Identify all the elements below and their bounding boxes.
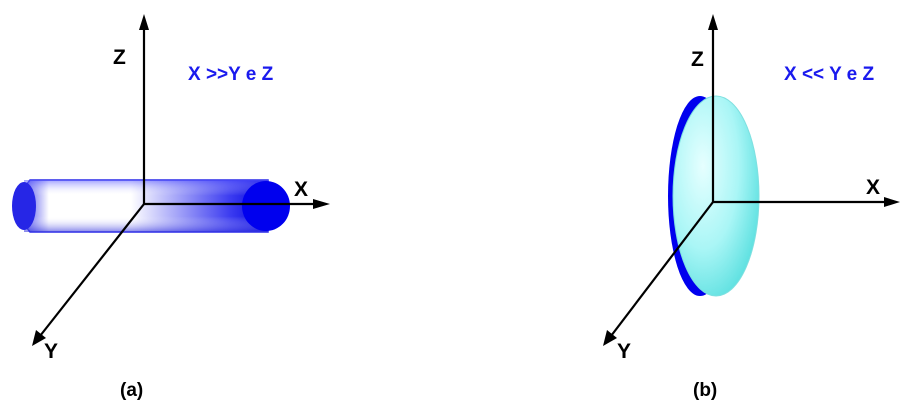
z-axis-arrowhead bbox=[139, 14, 149, 30]
elongated-cylinder bbox=[12, 179, 290, 233]
x-axis-label: X bbox=[866, 176, 880, 199]
y-axis-arrowhead bbox=[32, 330, 46, 346]
panel-caption: (b) bbox=[693, 380, 717, 401]
z-axis-arrowhead bbox=[708, 14, 718, 30]
x-axis-arrowhead bbox=[884, 197, 900, 207]
y-axis bbox=[39, 203, 145, 337]
z-axis-label: Z bbox=[113, 46, 126, 69]
cylinder-end-cap bbox=[242, 181, 290, 231]
y-axis-label: Y bbox=[617, 340, 631, 363]
panel-b: Z X Y X << Y e Z (b) bbox=[603, 14, 900, 401]
cylinder-left-cap bbox=[12, 182, 36, 230]
y-axis-label: Y bbox=[44, 340, 58, 363]
flat-disk bbox=[668, 95, 760, 297]
x-axis-arrowhead bbox=[313, 199, 330, 209]
disk-face bbox=[672, 95, 760, 297]
panel-caption: (a) bbox=[120, 380, 143, 401]
cylinder-shading bbox=[24, 180, 268, 232]
condition-label: X >>Y e Z bbox=[188, 64, 274, 85]
panel-a: Z X Y X >>Y e Z (a) bbox=[12, 14, 330, 401]
x-axis-label: X bbox=[294, 178, 308, 201]
z-axis-label: Z bbox=[691, 48, 704, 71]
y-axis bbox=[610, 201, 714, 337]
y-axis-arrowhead bbox=[603, 330, 617, 346]
condition-label: X << Y e Z bbox=[784, 64, 875, 85]
